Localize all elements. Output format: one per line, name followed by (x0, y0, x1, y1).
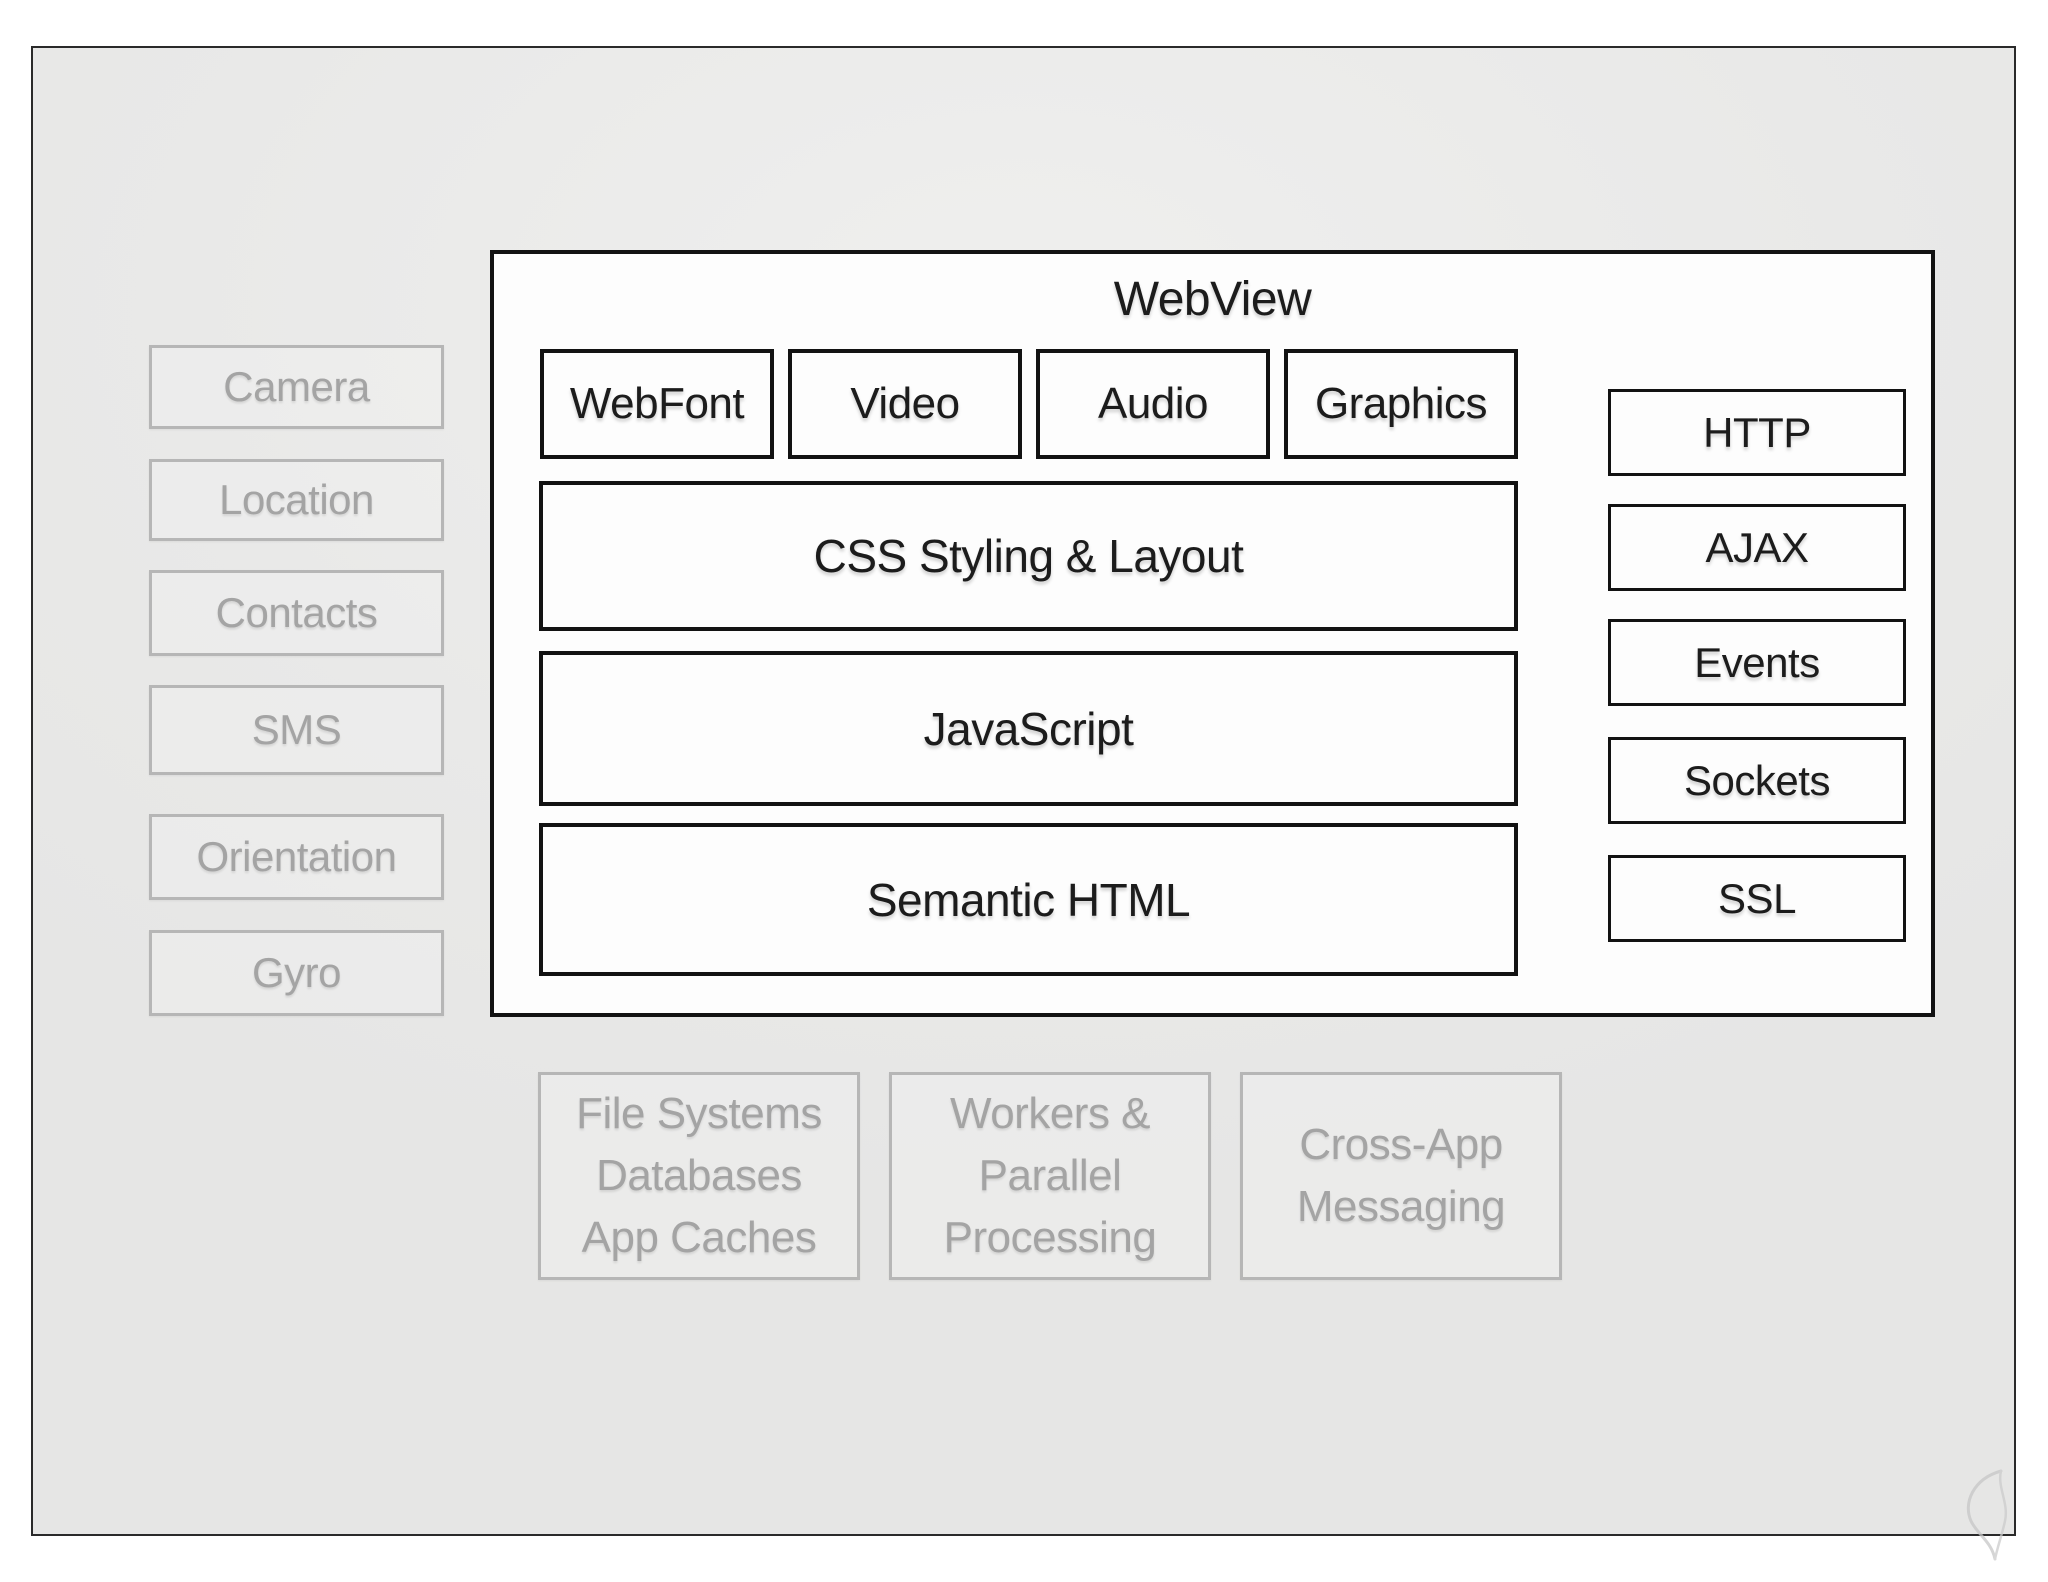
webview-title: WebView (1113, 273, 1312, 326)
box-workers-line3: Processing (943, 1213, 1157, 1262)
row-css-label: CSS Styling & Layout (813, 530, 1244, 582)
box-contacts: Contacts (149, 570, 444, 656)
box-cross-app-line2: Messaging (1296, 1182, 1506, 1231)
box-http: HTTP (1608, 389, 1906, 476)
row-semantic-html: Semantic HTML (539, 823, 1518, 976)
box-audio: Audio (1036, 349, 1270, 459)
box-cross-app-line1: Cross-App (1299, 1120, 1503, 1169)
box-gyro: Gyro (149, 930, 444, 1016)
box-events-label: Events (1694, 638, 1820, 686)
box-webfont-label: WebFont (569, 379, 745, 428)
box-events: Events (1608, 619, 1906, 706)
box-gyro-label: Gyro (251, 949, 342, 996)
row-css-styling-layout: CSS Styling & Layout (539, 481, 1518, 631)
box-ajax: AJAX (1608, 504, 1906, 591)
box-camera: Camera (149, 345, 444, 429)
box-file-systems-line1: File Systems (576, 1089, 822, 1138)
webview-container: WebView WebFont Video Audio Graphics CSS… (490, 250, 1935, 1017)
box-location-label: Location (219, 476, 374, 523)
box-orientation-label: Orientation (196, 833, 397, 880)
row-javascript: JavaScript (539, 651, 1518, 806)
box-file-systems-line2: Databases (596, 1151, 802, 1200)
box-graphics: Graphics (1284, 349, 1518, 459)
box-file-systems: File Systems Databases App Caches (538, 1072, 860, 1280)
box-sockets-label: Sockets (1684, 756, 1830, 804)
box-workers-parallel: Workers & Parallel Processing (889, 1072, 1211, 1280)
box-camera-label: Camera (223, 363, 370, 410)
box-file-systems-line3: App Caches (581, 1213, 817, 1262)
box-graphics-label: Graphics (1314, 379, 1488, 428)
box-contacts-label: Contacts (215, 589, 378, 636)
box-cross-app-messaging: Cross-App Messaging (1240, 1072, 1562, 1280)
box-ssl-label: SSL (1718, 874, 1796, 922)
box-video: Video (788, 349, 1022, 459)
box-ssl: SSL (1608, 855, 1906, 942)
box-workers-line1: Workers & (949, 1089, 1151, 1138)
box-ajax-label: AJAX (1705, 523, 1809, 571)
box-sms-label: SMS (251, 706, 342, 753)
swirl-logo-icon (1966, 1469, 2008, 1561)
box-audio-label: Audio (1097, 379, 1209, 428)
box-location: Location (149, 459, 444, 541)
box-orientation: Orientation (149, 814, 444, 900)
box-workers-line2: Parallel (978, 1151, 1122, 1200)
box-video-label: Video (850, 379, 960, 428)
box-http-label: HTTP (1703, 408, 1811, 456)
box-webfont: WebFont (540, 349, 774, 459)
row-semantic-html-label: Semantic HTML (866, 873, 1191, 926)
box-sockets: Sockets (1608, 737, 1906, 824)
slide-frame: Camera Location Contacts SMS Orientation… (31, 46, 2016, 1561)
row-javascript-label: JavaScript (923, 702, 1134, 755)
box-sms: SMS (149, 685, 444, 775)
